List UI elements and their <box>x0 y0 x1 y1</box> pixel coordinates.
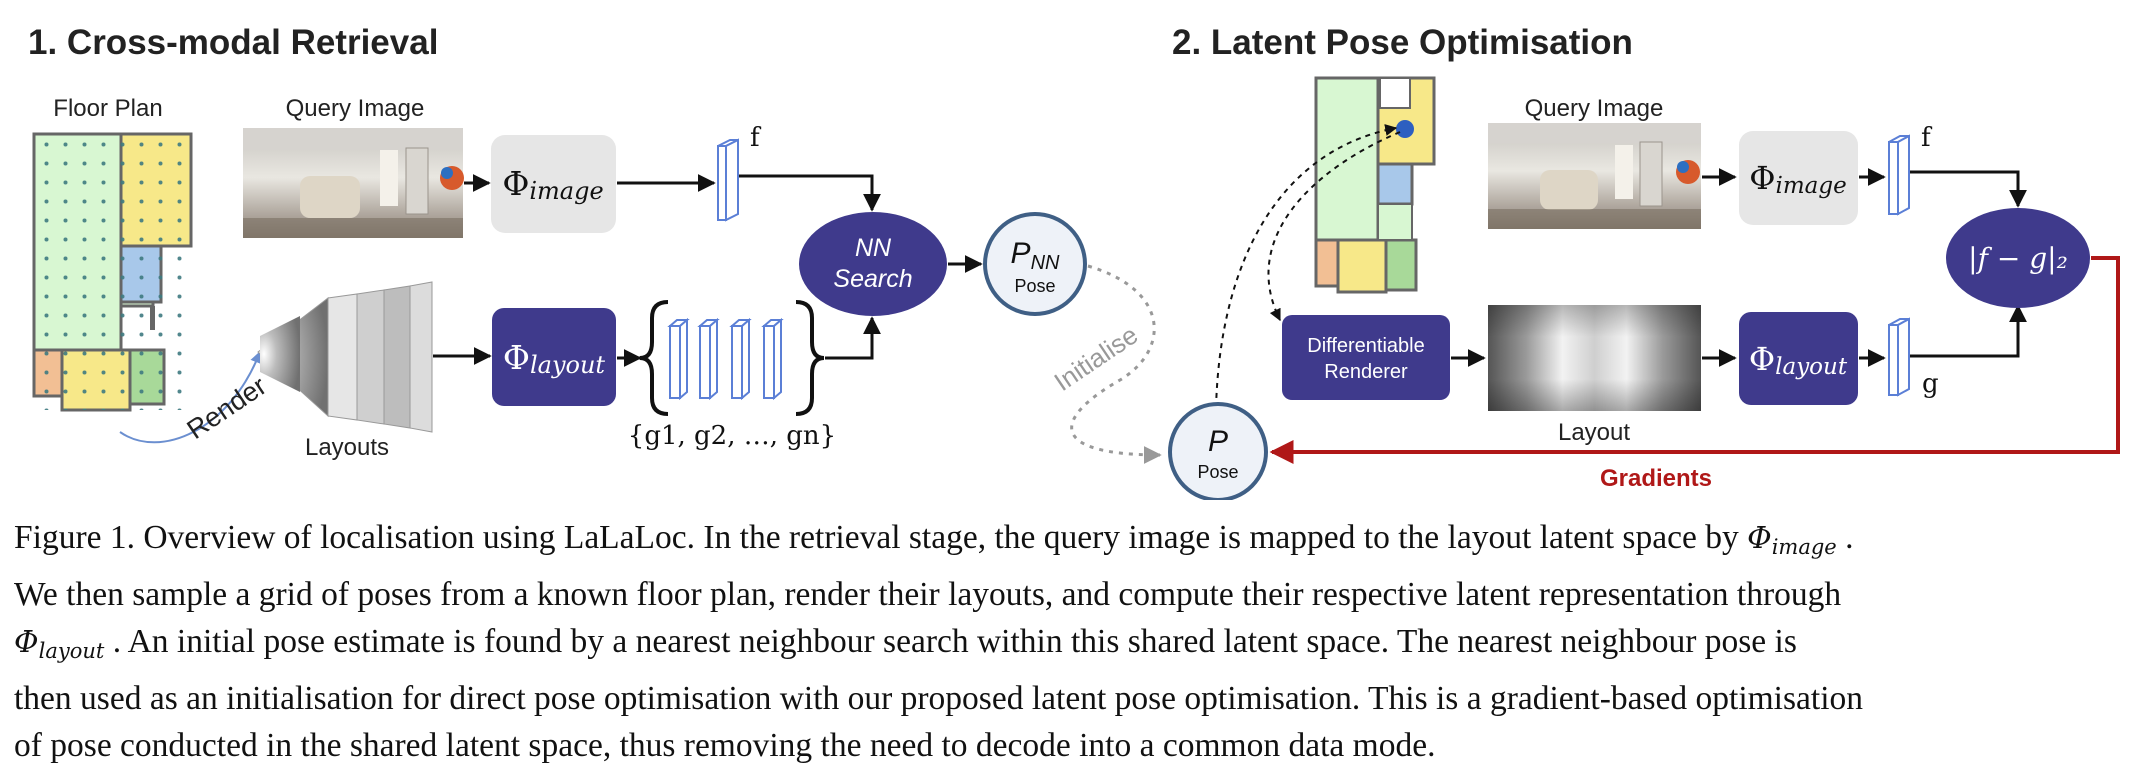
gradients-label: Gradients <box>1600 465 1712 492</box>
figure-caption: Figure 1. Overview of localisation using… <box>14 514 2132 769</box>
latent-set-label: {g1, g2, …, gn} <box>628 421 836 451</box>
latent-vector <box>761 317 784 401</box>
caption-phi-layout: Φlayout <box>14 625 105 663</box>
optimisation-section-title: 2. Latent Pose Optimisation <box>1172 23 1633 62</box>
render-curve <box>119 350 262 444</box>
latent-vector <box>667 317 690 401</box>
phi-layout-encoder-optimisation: Φlayout <box>1739 312 1858 405</box>
svg-text:Renderer: Renderer <box>1324 361 1408 383</box>
layout-label: Layout <box>1558 419 1630 446</box>
caption-line-4: then used as an initialisation for direc… <box>14 680 1864 717</box>
pose-marker <box>1396 120 1414 138</box>
feature-g-label: g <box>1922 369 1939 399</box>
render-label: Render <box>182 371 272 445</box>
caption-line-1-text: Figure 1. Overview of localisation using… <box>14 519 1748 556</box>
query-image-retrieval <box>243 128 464 238</box>
svg-text:P: P <box>1208 425 1228 458</box>
caption-line-5: of pose conducted in the shared latent s… <box>14 727 1436 764</box>
arrow-latents-to-nn <box>825 316 881 360</box>
svg-text:Search: Search <box>833 265 912 293</box>
pnn-pose-node: PNN Pose <box>983 212 1087 316</box>
svg-text:Φimage: Φimage <box>1749 159 1846 199</box>
initialise-path <box>1070 264 1162 464</box>
rendered-layout-panorama <box>1488 305 1701 411</box>
latent-set <box>639 300 825 416</box>
latent-vector <box>729 317 752 401</box>
caption-phi-image: Φimage <box>1747 521 1837 559</box>
svg-text:PNN: PNN <box>1011 237 1060 274</box>
arrow-f-to-nn <box>739 174 881 212</box>
query-image-optimisation <box>1488 123 1701 229</box>
retrieval-section-title: 1. Cross-modal Retrieval <box>28 23 438 62</box>
svg-text:NN: NN <box>855 234 892 262</box>
loss-node: |f − g|₂ <box>1946 208 2090 308</box>
caption-line-1: Figure 1. Overview of localisation using… <box>14 519 1854 559</box>
gradients-arrow <box>1269 256 2120 464</box>
phi-image-encoder-optimisation: Φimage <box>1739 131 1858 225</box>
arrow-f-to-loss <box>1910 170 2027 208</box>
svg-text:Pose: Pose <box>1014 276 1055 296</box>
svg-text:Φlayout: Φlayout <box>1749 340 1848 380</box>
feature-g-optimisation <box>1888 317 1910 397</box>
feature-f-retrieval <box>717 138 739 222</box>
differentiable-renderer: Differentiable Renderer <box>1282 315 1450 400</box>
svg-text:Φlayout: Φlayout <box>503 338 606 379</box>
svg-text:|f − g|₂: |f − g|₂ <box>1968 242 2068 275</box>
feature-f-optimisation <box>1888 134 1910 216</box>
initialise-label: Initialise <box>1049 320 1144 397</box>
phi-layout-encoder-retrieval: Φlayout <box>492 308 616 406</box>
svg-text:Differentiable: Differentiable <box>1307 335 1424 357</box>
floor-plan-label: Floor Plan <box>53 95 162 122</box>
layout-frustums <box>257 281 433 433</box>
query-image-label-retrieval: Query Image <box>286 95 425 122</box>
latent-vector <box>697 317 720 401</box>
query-image-label-optimisation: Query Image <box>1525 95 1664 122</box>
feature-f-label-retrieval: f <box>750 123 762 153</box>
map-to-renderer-dashed <box>1267 131 1401 322</box>
floor-plan-small <box>1314 76 1436 294</box>
caption-line-3: Φlayout . An initial pose estimate is fo… <box>14 623 1797 663</box>
feature-f-label-optimisation: f <box>1921 123 1933 153</box>
floor-plan <box>32 132 193 412</box>
caption-line-2: We then sample a grid of poses from a kn… <box>14 576 1842 613</box>
svg-text:Φimage: Φimage <box>502 164 603 205</box>
pose-node: P Pose <box>1168 402 1268 500</box>
svg-text:Pose: Pose <box>1197 462 1238 482</box>
arrow-g-to-loss <box>1910 304 2027 358</box>
nn-search-node: NN Search <box>799 212 947 316</box>
phi-image-encoder-retrieval: Φimage <box>491 135 616 233</box>
layouts-label: Layouts <box>305 434 389 461</box>
overview-diagram: 1. Cross-modal Retrieval 2. Latent Pose … <box>28 23 2120 500</box>
